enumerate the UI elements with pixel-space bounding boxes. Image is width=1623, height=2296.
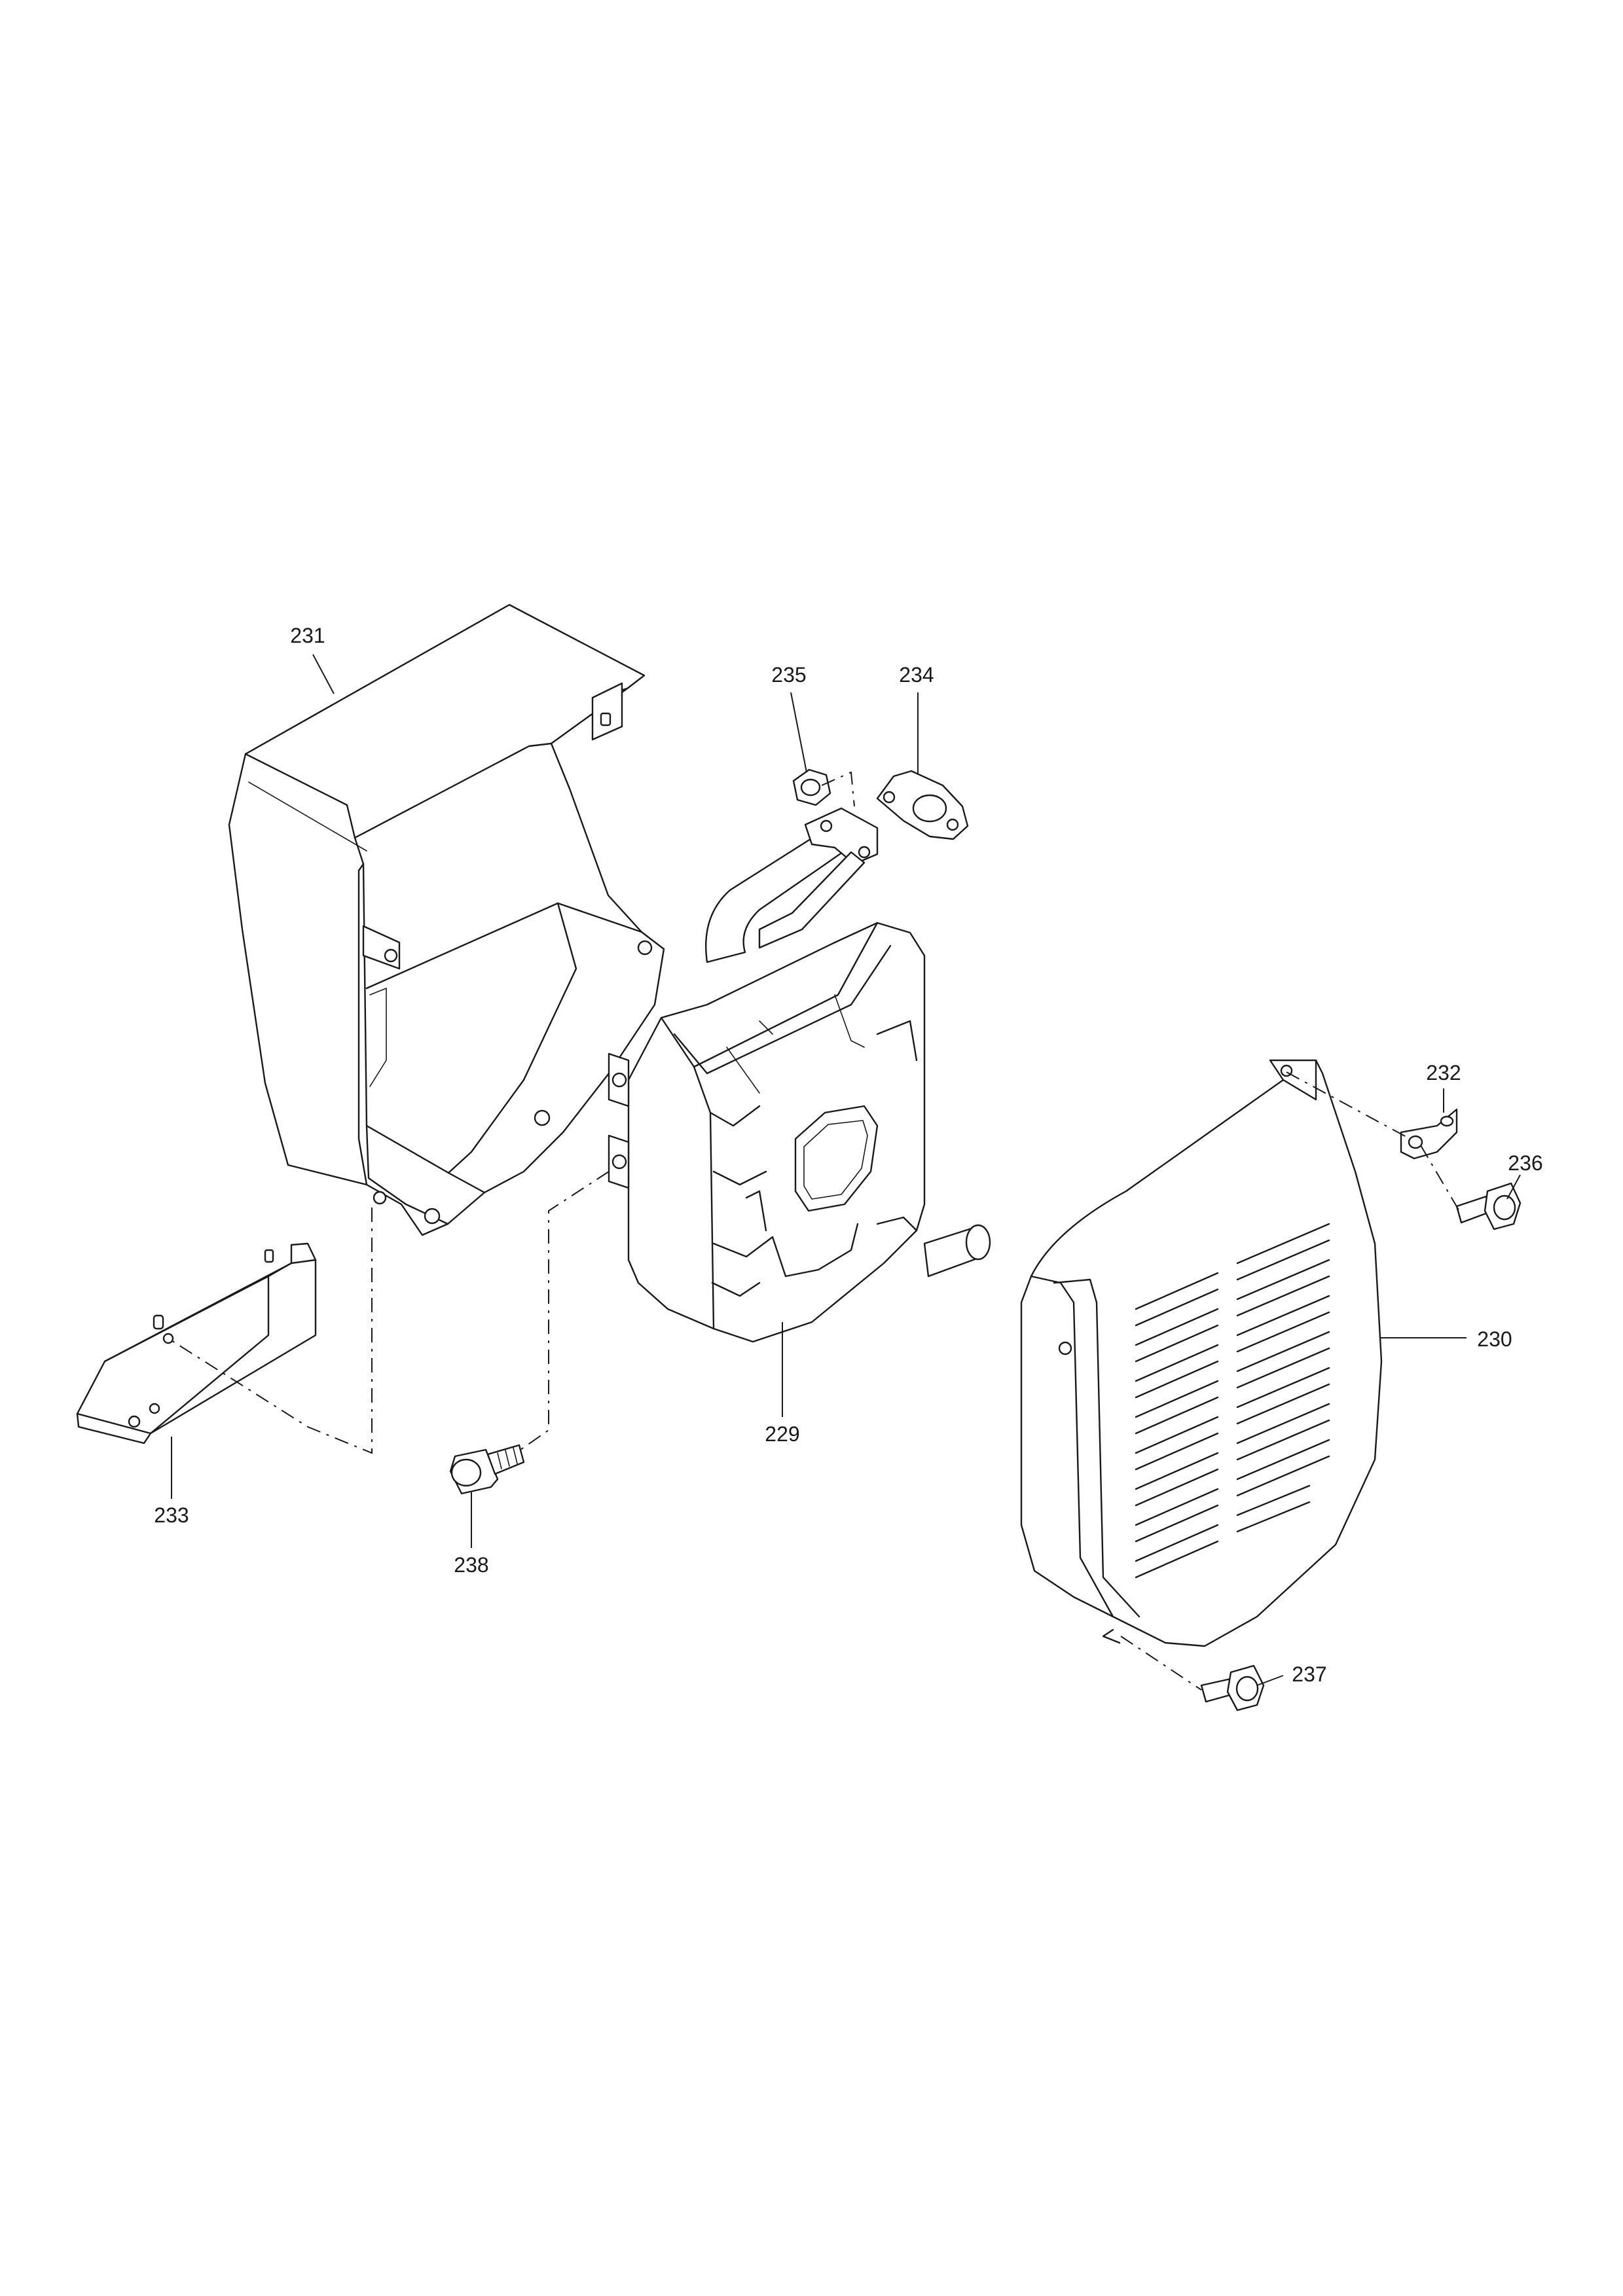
callout-230: 230	[1477, 1327, 1512, 1351]
callout-237: 237	[1292, 1662, 1326, 1686]
part-234-gasket	[876, 770, 969, 840]
callout-232: 232	[1426, 1061, 1461, 1085]
part-233-bracket	[76, 1242, 317, 1444]
callout-229: 229	[765, 1422, 799, 1446]
callout-238: 238	[454, 1553, 488, 1577]
callout-235: 235	[771, 663, 806, 687]
part-238-bolt	[449, 1444, 525, 1495]
part-237-bolt	[1200, 1664, 1265, 1712]
part-230-grille-cover	[1020, 1059, 1383, 1647]
part-236-bolt	[1455, 1182, 1522, 1230]
callout-233: 233	[154, 1503, 189, 1527]
assembly-lines	[168, 771, 1461, 1691]
callout-234: 234	[899, 663, 934, 687]
part-235-nut	[792, 768, 831, 806]
part-231-heat-shield	[228, 603, 665, 1236]
callout-labels: 231 235 234 232 236 230 229 233 238 237	[154, 624, 1542, 1686]
callout-231: 231	[290, 624, 325, 647]
grille-louvers	[1135, 1223, 1330, 1579]
part-229-muffler	[608, 807, 991, 1343]
part-232-small-bracket	[1400, 1108, 1458, 1160]
leader-lines	[171, 654, 1521, 1686]
callout-236: 236	[1508, 1151, 1542, 1175]
